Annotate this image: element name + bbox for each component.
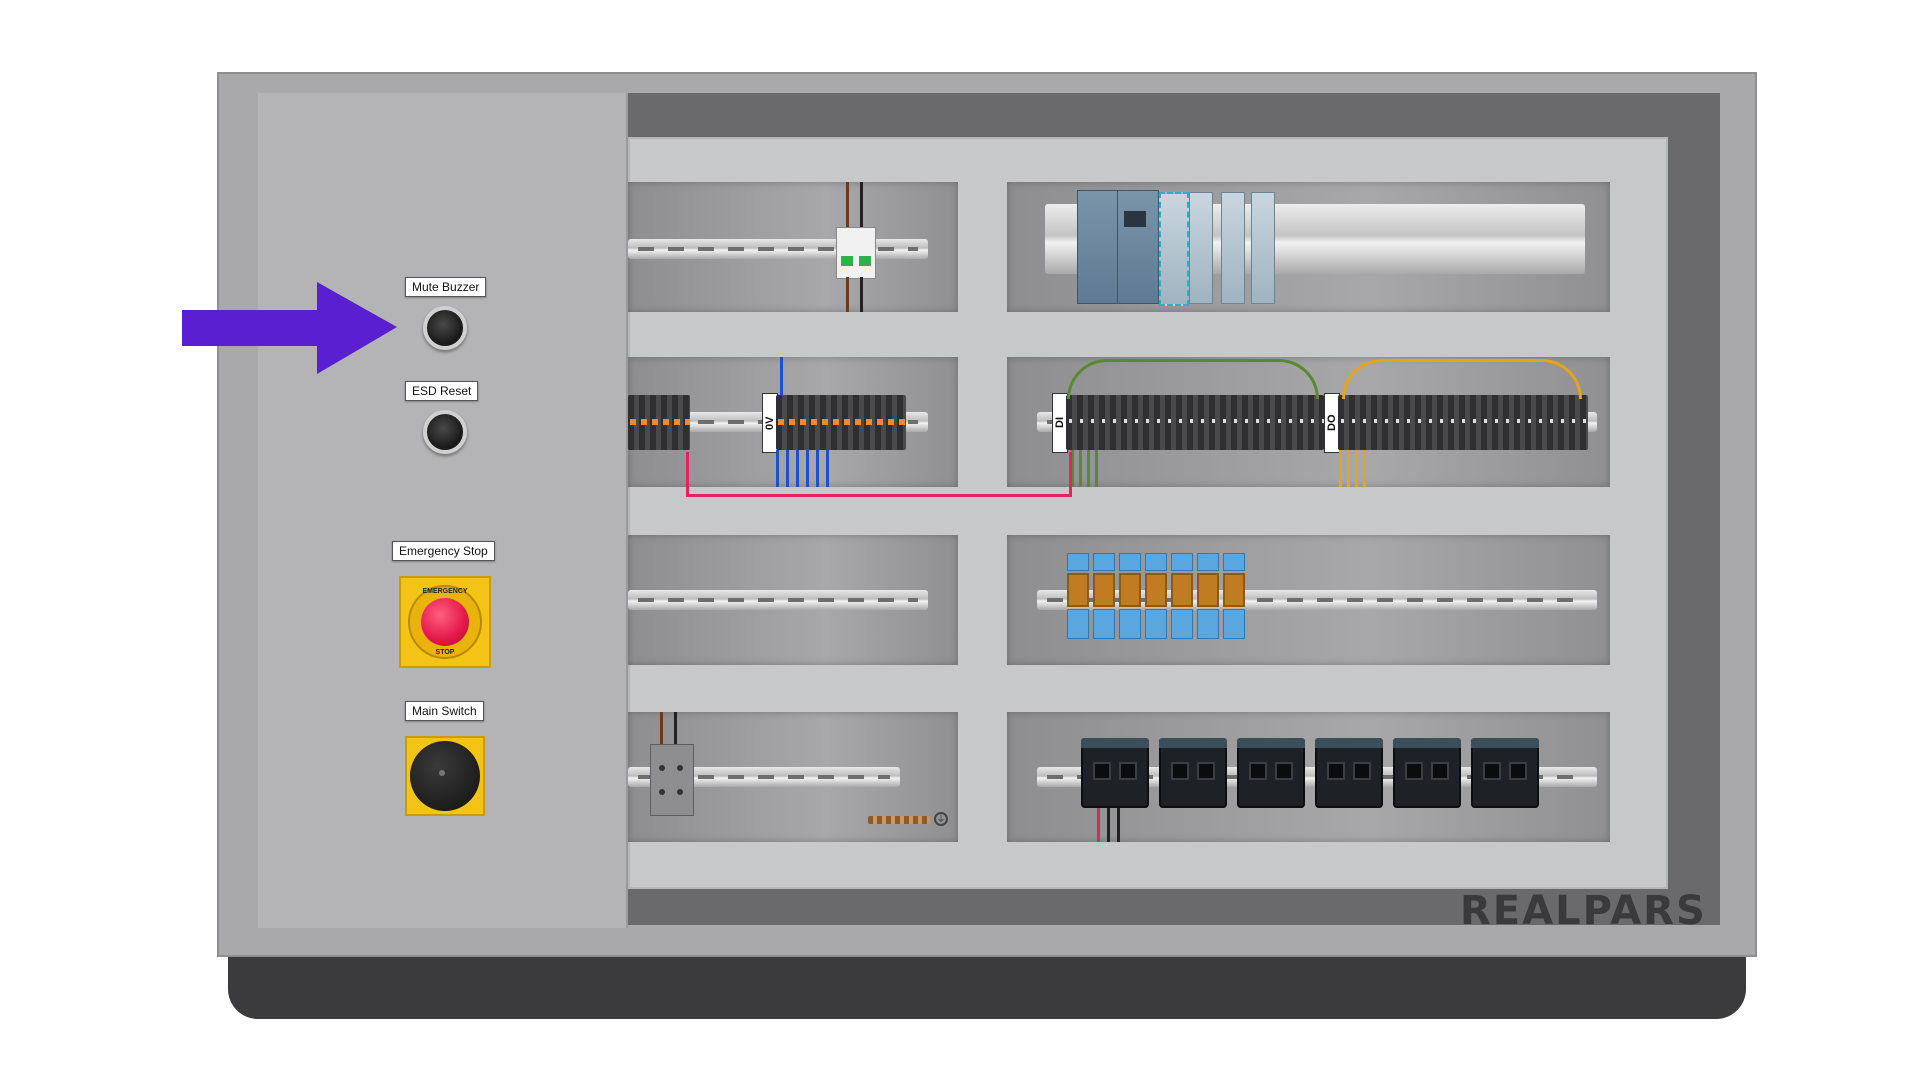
section-power-terminals: 0V: [628, 357, 958, 487]
emergency-stop-button[interactable]: [421, 598, 469, 646]
main-switch-indicator: [439, 770, 445, 776]
arrow-shape: [182, 282, 397, 374]
orange-wire-bundle: [1342, 359, 1582, 399]
ground-icon: ⏚: [934, 812, 948, 826]
plc-cpu: [1117, 190, 1159, 304]
ground-bar: [868, 816, 930, 824]
din-rail: [628, 767, 900, 787]
section-ground: ⏚: [628, 712, 958, 842]
main-switch-plate: [405, 736, 485, 816]
terminal-block-di: [1066, 395, 1324, 450]
arrow-right-icon: [182, 282, 397, 374]
contactor-6: [1471, 738, 1539, 808]
esd-reset-label: ESD Reset: [405, 381, 479, 401]
main-switch-label: Main Switch: [405, 701, 484, 721]
green-wires-out: [1071, 450, 1099, 487]
plc-io-module-4: [1251, 192, 1275, 304]
plc-io-module-2: [1189, 192, 1213, 304]
section-contactors: [1007, 712, 1610, 842]
mute-buzzer-button[interactable]: [423, 306, 467, 350]
din-rail: [628, 590, 928, 610]
contactor-5: [1393, 738, 1461, 808]
mute-buzzer-label: Mute Buzzer: [405, 277, 487, 297]
circuit-breaker[interactable]: [836, 227, 876, 279]
esd-reset-button[interactable]: [423, 410, 467, 454]
section-relays: [1007, 535, 1610, 665]
ground-terminal: [650, 744, 694, 816]
section-spare-rail: [628, 535, 958, 665]
plc-power-supply: [1077, 190, 1119, 304]
terminal-block-do: [1338, 395, 1588, 450]
section-power-breaker: [628, 182, 958, 312]
contactor-2: [1159, 738, 1227, 808]
din-rail: [628, 239, 928, 259]
realpars-logo: REALPARS: [1460, 888, 1707, 934]
contactor-1: [1081, 738, 1149, 808]
emergency-stop-ring-top-text: EMERGENCY: [422, 588, 468, 595]
contactor-4: [1315, 738, 1383, 808]
emergency-stop-ring-bottom-text: STOP: [435, 649, 455, 656]
section-io-terminals: DI DO: [1007, 357, 1610, 487]
plc-io-module-1: [1159, 192, 1189, 306]
section-plc: [1007, 182, 1610, 312]
cabinet-base: [228, 957, 1746, 1019]
green-wire-bundle: [1067, 359, 1319, 399]
terminal-block-24v: [628, 395, 690, 450]
terminal-block-0v: [776, 395, 906, 450]
red-wire: [686, 452, 1072, 497]
plc-io-module-3: [1221, 192, 1245, 304]
relay-bank: [1067, 553, 1267, 649]
orange-wires-out: [1339, 450, 1367, 487]
blue-wires: [776, 450, 836, 487]
emergency-stop-ring: EMERGENCY STOP: [408, 585, 482, 659]
emergency-stop-plate: EMERGENCY STOP: [399, 576, 491, 668]
main-switch-knob[interactable]: [410, 741, 480, 811]
emergency-stop-label: Emergency Stop: [392, 541, 495, 561]
contactor-3: [1237, 738, 1305, 808]
